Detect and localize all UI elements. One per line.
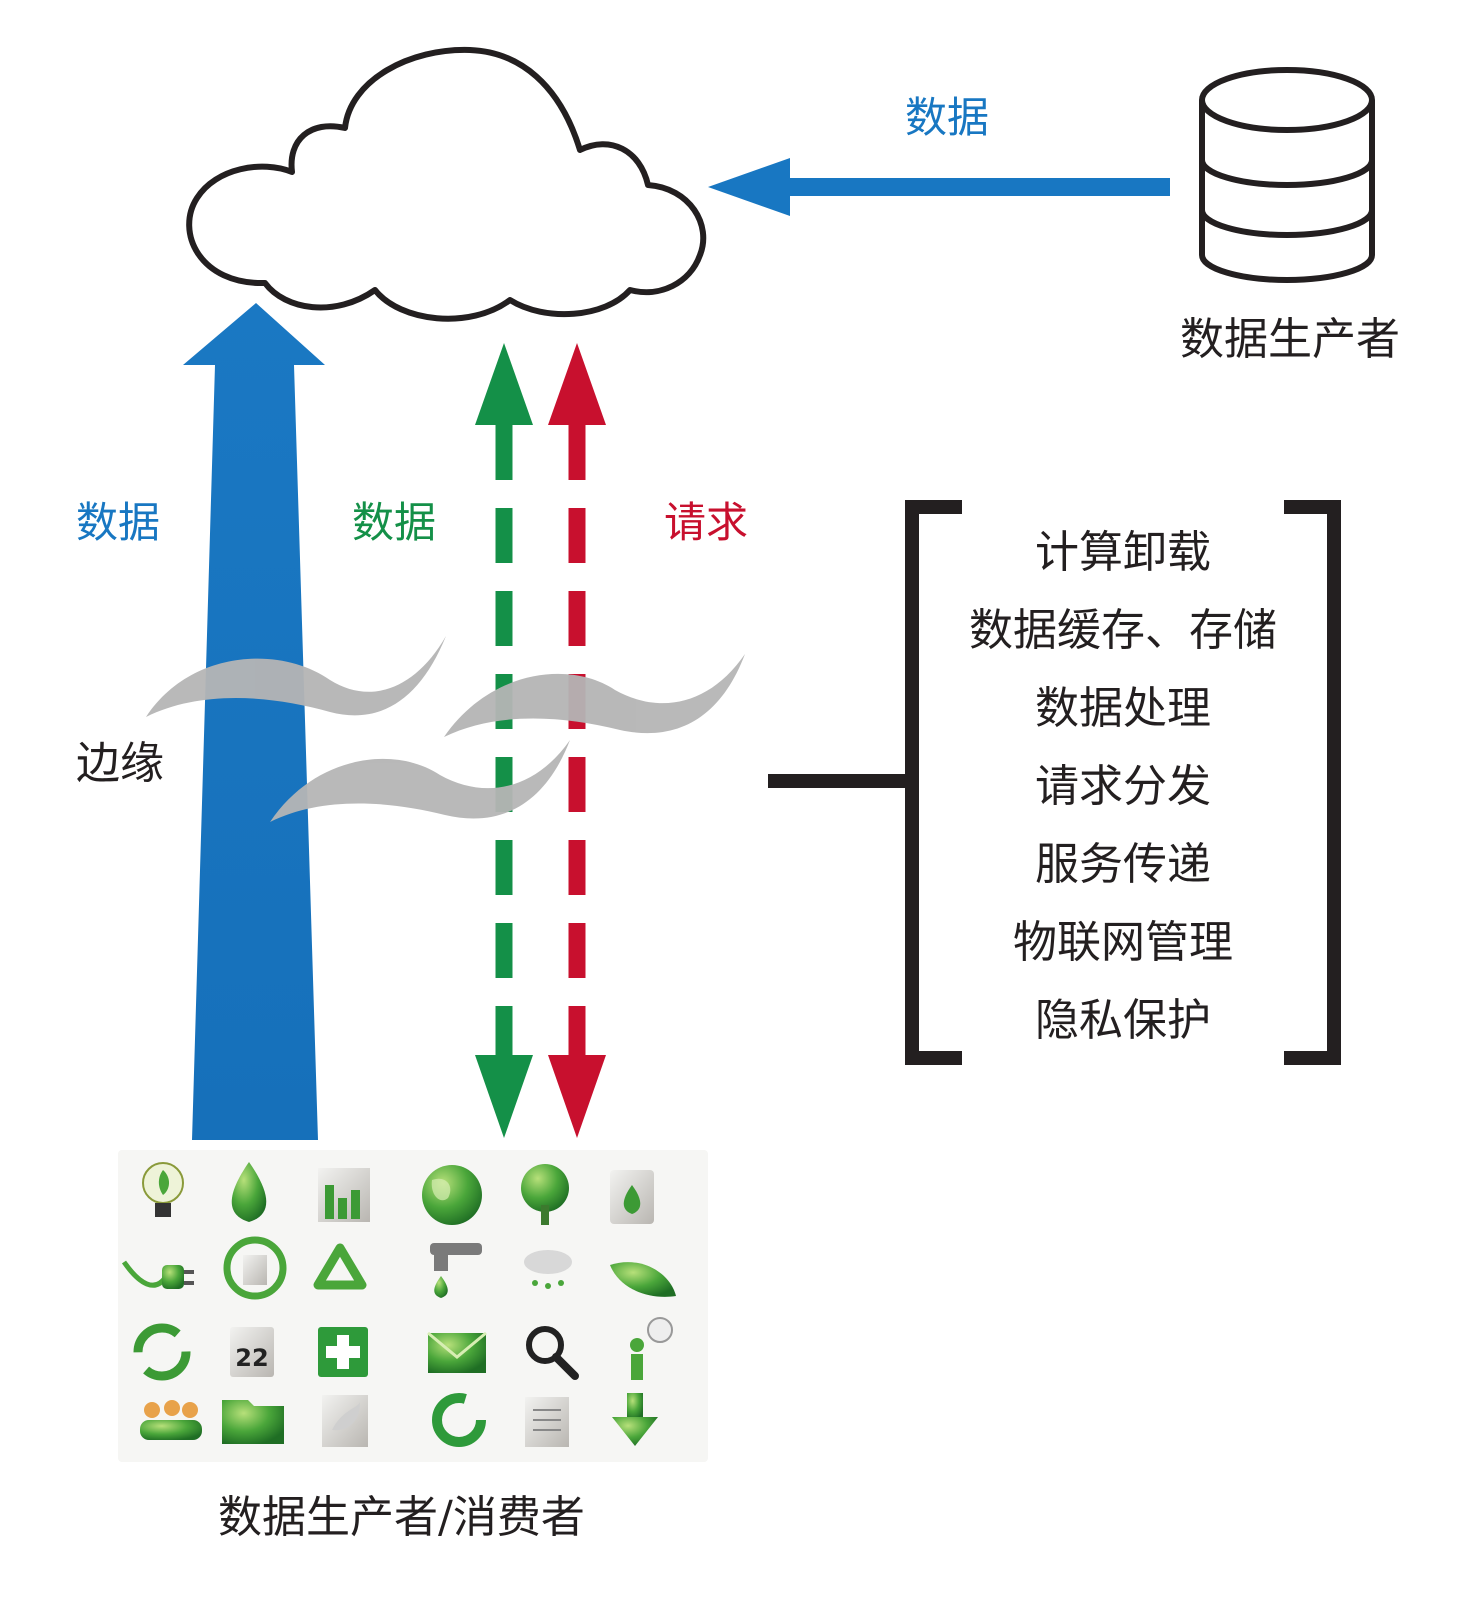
- folder-icon: [222, 1400, 284, 1444]
- function-item: 请求分发: [1035, 761, 1211, 812]
- upload-data-arrow: [183, 303, 325, 1140]
- reload-icon: [432, 1393, 486, 1447]
- faucet-icon: [430, 1243, 482, 1298]
- recycle-icon: [313, 1243, 367, 1290]
- plus-icon: [318, 1327, 368, 1377]
- function-item: 数据处理: [1035, 683, 1211, 734]
- globe-icon: [422, 1165, 482, 1225]
- function-item: 计算卸载: [1035, 527, 1211, 578]
- bar-chart-icon: [318, 1168, 370, 1222]
- bulb-icon: [142, 1162, 184, 1217]
- upload-data-label: 数据: [76, 498, 160, 547]
- producer-consumer-label: 数据生产者/消费者: [218, 1492, 585, 1543]
- document-icon: [525, 1397, 569, 1447]
- edge-waves: [146, 636, 745, 822]
- rain-cloud-icon: [524, 1250, 572, 1289]
- cloud-data-label: 数据: [905, 93, 989, 142]
- producer-label: 数据生产者: [1180, 314, 1400, 365]
- function-item: 隐私保护: [1035, 995, 1211, 1046]
- recycle-document-icon: [223, 1236, 287, 1300]
- tree-icon: [521, 1164, 569, 1225]
- function-list: 计算卸载 数据缓存、存储 数据处理 请求分发 服务传递 物联网管理 隐私保护: [969, 527, 1277, 1046]
- request-arrow: [548, 343, 606, 1138]
- fuel-can-icon: [610, 1170, 654, 1224]
- magnifier-icon: [526, 1326, 579, 1380]
- refresh-icon: [133, 1323, 191, 1381]
- request-label: 请求: [664, 498, 748, 547]
- cloud-icon: [186, 46, 707, 322]
- document-leaf-icon: [322, 1395, 368, 1447]
- water-drop-icon: [231, 1162, 267, 1222]
- downstream-data-arrow: [475, 343, 533, 1138]
- data-to-cloud-arrow: [708, 158, 1170, 216]
- downstream-data-label: 数据: [352, 498, 436, 547]
- download-arrow-icon: [612, 1393, 658, 1446]
- icon-grid: 22: [118, 1150, 708, 1462]
- calendar-icon: 22: [230, 1327, 274, 1377]
- function-item: 数据缓存、存储: [969, 605, 1277, 656]
- edge-label: 边缘: [76, 738, 164, 789]
- database-icon: [1199, 67, 1375, 283]
- mail-icon: [427, 1331, 487, 1373]
- person-speech-icon: [630, 1317, 673, 1380]
- users-icon: [140, 1400, 202, 1440]
- leaf-icon: [610, 1262, 676, 1297]
- plug-icon: [121, 1260, 194, 1289]
- function-item: 服务传递: [1035, 839, 1211, 890]
- calendar-day: 22: [235, 1344, 268, 1372]
- function-item: 物联网管理: [1013, 917, 1233, 968]
- function-bracket: [768, 500, 1341, 1065]
